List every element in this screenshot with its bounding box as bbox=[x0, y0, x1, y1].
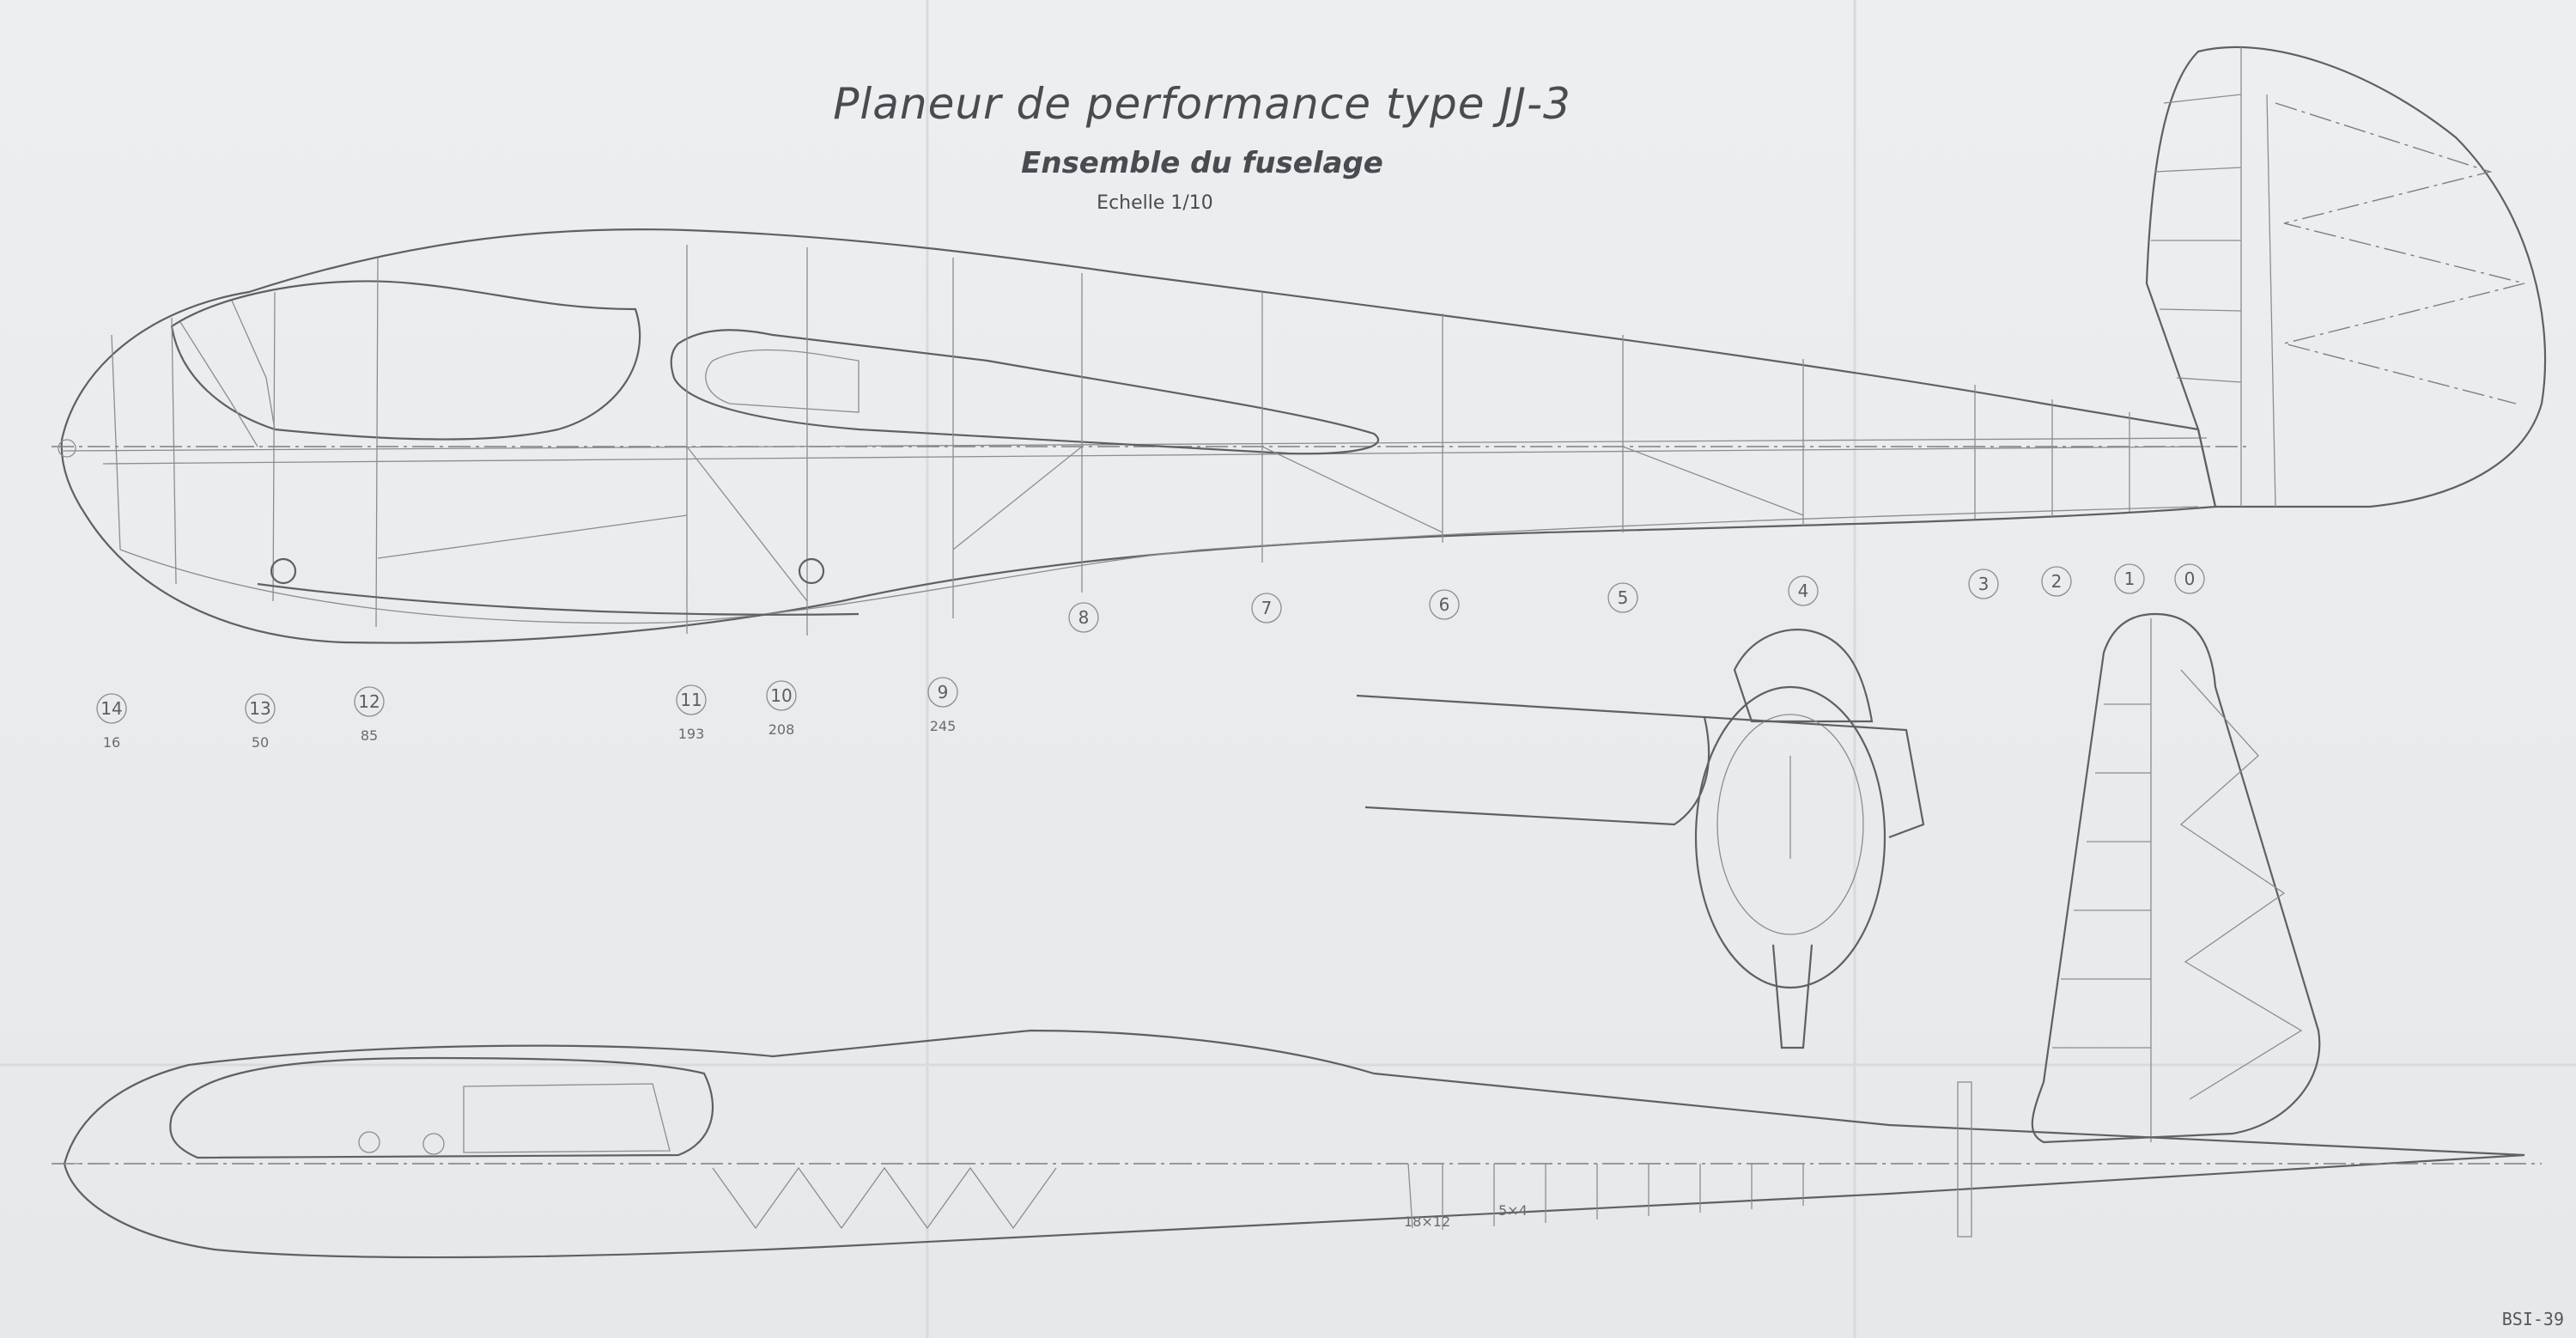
station-label: 11 bbox=[680, 690, 702, 710]
station-label: 0 bbox=[2184, 569, 2196, 589]
wing-root-inner bbox=[705, 349, 860, 413]
plan-view-cockpit bbox=[463, 1083, 671, 1153]
canopy-outline bbox=[170, 280, 641, 441]
station-dim: 16 bbox=[103, 734, 120, 751]
plank-annotation: 5×4 bbox=[1498, 1202, 1528, 1219]
fin-front-ribs bbox=[2052, 703, 2151, 1049]
station-marker: 0 bbox=[2174, 563, 2205, 594]
station-dim: 85 bbox=[361, 727, 378, 744]
station-marker: 10 208 bbox=[766, 680, 797, 738]
fin-ribs bbox=[2151, 94, 2242, 383]
drawing-subtitle: Ensemble du fuselage bbox=[1021, 146, 1383, 180]
nose-hook bbox=[58, 439, 76, 458]
front-view-fairing bbox=[1704, 715, 1925, 839]
station-label: 6 bbox=[1439, 594, 1450, 615]
front-view-wing-stub bbox=[1356, 694, 1710, 826]
middle-longeron bbox=[102, 446, 2208, 465]
station-label: 5 bbox=[1618, 587, 1629, 608]
plank-annotation: 18×12 bbox=[1404, 1213, 1450, 1230]
nose-wheel bbox=[270, 557, 297, 585]
station-label: 12 bbox=[358, 691, 380, 712]
front-view-fuselage bbox=[1694, 685, 1886, 989]
plan-view-outline bbox=[63, 1029, 2525, 1259]
front-view-skid bbox=[1771, 944, 1814, 1049]
front-view-inner-section bbox=[1716, 714, 1864, 935]
station-dim: 193 bbox=[678, 726, 705, 742]
plan-view-canopy bbox=[169, 1056, 714, 1159]
station-label: 4 bbox=[1798, 581, 1809, 601]
station-marker: 3 bbox=[1968, 569, 1999, 599]
station-markers: 8 7 6 5 4 3 2 bbox=[96, 563, 2205, 751]
station-marker: 7 bbox=[1251, 593, 1282, 623]
plan-view-pedal bbox=[422, 1133, 445, 1155]
bracing bbox=[377, 446, 1804, 602]
station-marker: 11 193 bbox=[676, 684, 707, 742]
station-marker: 1 bbox=[2114, 563, 2145, 594]
plan-view-truss bbox=[712, 1166, 1057, 1230]
drawing-scale: Echelle 1/10 bbox=[1097, 192, 1213, 214]
fin-front-outline bbox=[2031, 612, 2321, 1144]
station-marker: 2 bbox=[2041, 566, 2072, 597]
station-marker: 5 bbox=[1607, 582, 1638, 613]
station-label: 13 bbox=[249, 698, 270, 719]
plan-view-pedal bbox=[358, 1131, 380, 1153]
station-dim: 50 bbox=[252, 734, 269, 751]
station-dim: 245 bbox=[930, 718, 957, 734]
fin-rudder bbox=[2145, 46, 2547, 508]
front-view-canopy bbox=[1733, 629, 1874, 723]
fin-front-view bbox=[2031, 612, 2321, 1144]
frames bbox=[111, 245, 2130, 636]
station-marker: 6 bbox=[1429, 589, 1460, 620]
station-marker: 12 85 bbox=[354, 686, 385, 744]
station-marker: 4 bbox=[1788, 575, 1819, 606]
rudder-hinge bbox=[2240, 47, 2276, 508]
station-label: 10 bbox=[770, 685, 792, 706]
side-view-outline bbox=[60, 228, 2217, 644]
title-block: Planeur de performance type JJ-3 Ensembl… bbox=[773, 79, 1631, 214]
side-view bbox=[52, 46, 2547, 644]
station-marker: 9 245 bbox=[927, 677, 958, 734]
plan-view-stringers bbox=[1442, 1164, 1804, 1230]
main-wheel bbox=[798, 557, 825, 585]
drawing-reference: BSI-39 bbox=[2501, 1309, 2564, 1329]
station-label: 1 bbox=[2124, 569, 2136, 589]
station-label: 2 bbox=[2051, 571, 2063, 592]
keel-line bbox=[119, 506, 2199, 624]
wing-root-profile bbox=[670, 329, 1380, 455]
plan-view bbox=[52, 1029, 2542, 1259]
station-label: 7 bbox=[1261, 598, 1273, 618]
station-label: 8 bbox=[1078, 607, 1090, 628]
front-view bbox=[1356, 629, 1925, 1049]
station-dim: 208 bbox=[769, 721, 795, 738]
station-marker: 13 50 bbox=[245, 693, 276, 751]
station-marker: 14 16 bbox=[96, 693, 127, 751]
station-label: 9 bbox=[938, 682, 949, 702]
station-label: 14 bbox=[100, 698, 122, 719]
fin-front-bracing bbox=[2179, 669, 2303, 1100]
landing-skid bbox=[257, 582, 860, 616]
station-marker: 8 bbox=[1068, 602, 1099, 633]
drawing-title: Planeur de performance type JJ-3 bbox=[833, 79, 1571, 129]
rudder-bracing bbox=[2275, 102, 2525, 404]
station-label: 3 bbox=[1978, 574, 1990, 594]
plan-view-tailplane-fitting bbox=[1957, 1081, 1972, 1238]
plan-view-wing-fitting bbox=[1407, 1163, 1413, 1229]
canopy-frame bbox=[179, 300, 276, 447]
